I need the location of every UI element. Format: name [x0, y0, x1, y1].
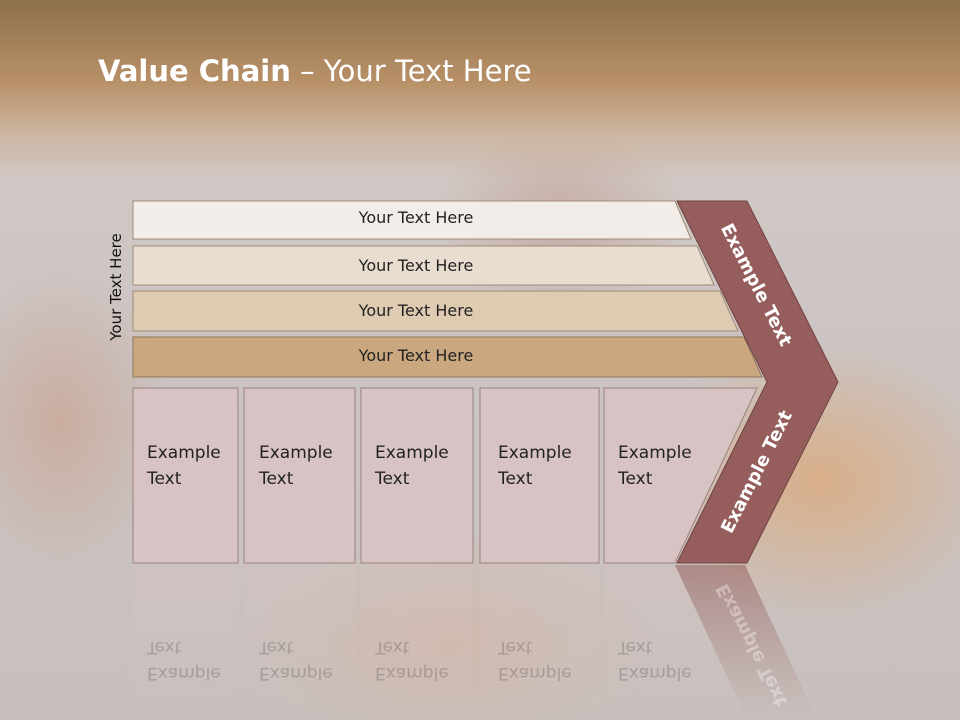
- chevron-reflection: [675, 565, 815, 715]
- cell-reflection-3: [361, 565, 473, 715]
- cell-reflection-5: [604, 565, 745, 715]
- title-band: [0, 0, 960, 180]
- row-label-4: Your Text Here: [358, 346, 474, 365]
- cell-box-5: [603, 387, 758, 564]
- row-label-3: Your Text Here: [358, 301, 474, 320]
- cell-reflection-4: [480, 565, 599, 715]
- cell-box-4: [479, 387, 600, 564]
- cell-reflection-1: [133, 565, 238, 715]
- cell-box-1: [132, 387, 239, 564]
- row-bar-3: [132, 290, 739, 332]
- chevron-arrow: [676, 200, 839, 564]
- title-bold: Value Chain: [98, 54, 291, 88]
- row-bar-2: [132, 245, 715, 286]
- title-rest: – Your Text Here: [290, 54, 532, 88]
- row-label-1: Your Text Here: [358, 208, 474, 227]
- row-label-2: Your Text Here: [358, 256, 474, 275]
- cell-box-3: [360, 387, 474, 564]
- slide-title: Value Chain – Your Text Here: [98, 54, 532, 88]
- cell-box-2: [243, 387, 356, 564]
- cell-reflection-2: [244, 565, 355, 715]
- row-bar-1: [132, 200, 692, 240]
- row-bar-4: [132, 336, 763, 378]
